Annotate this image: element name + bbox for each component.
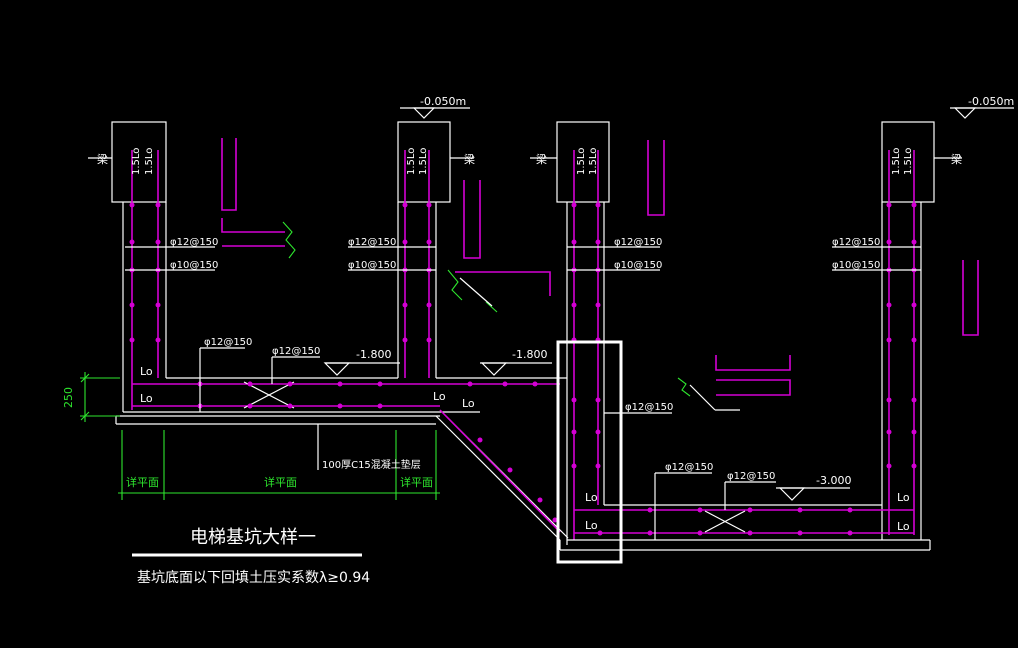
- anchor-label-4: 1.5Lo: [418, 148, 429, 175]
- rebar-label-w3-h: φ12@150: [614, 237, 662, 248]
- lap-label-3: Lo: [433, 390, 446, 403]
- rebar-label-w3-v: φ10@150: [614, 260, 662, 271]
- lap-label-4: Lo: [462, 397, 475, 410]
- elevation-top-2: -0.050m: [968, 95, 1014, 108]
- rebar-label-w1-v: φ10@150: [170, 260, 218, 271]
- anchor-label-8: 1.5Lo: [903, 148, 914, 175]
- rebar-label-w1-h: φ12@150: [170, 237, 218, 248]
- elevation-pit-bottom: -3.000: [816, 474, 851, 487]
- wall-4: 梁 1.5Lo 1.5Lo -0.050m: [881, 95, 1014, 540]
- beam-label-1: 梁: [97, 152, 108, 166]
- lap-label-1: Lo: [140, 365, 153, 378]
- dimension-250: 250: [62, 387, 75, 408]
- rebar-label-slab1-b: φ12@150: [272, 346, 320, 357]
- elevation-floor-2: -1.800: [512, 348, 547, 361]
- rebar-labels: φ12@150 φ10@150 φ12@150 φ10@150 φ12@150 …: [170, 237, 880, 482]
- lap-label-7: Lo: [897, 491, 910, 504]
- elevation-top-1: -0.050m: [420, 95, 466, 108]
- highlight-box: [556, 340, 623, 564]
- cushion-note: 100厚C15混凝土垫层: [322, 458, 421, 471]
- rebar-dots: [129, 202, 917, 536]
- rebar-label-w4-h: φ12@150: [832, 237, 880, 248]
- rebar-label-w2-v: φ10@150: [348, 260, 396, 271]
- dimensions: 250 详平面 详平面 详平面 100厚C15混凝土垫层: [62, 221, 691, 500]
- lap-label-6: Lo: [585, 519, 598, 532]
- detail-ref-right: 详平面: [400, 475, 433, 489]
- rebar-label-pit-wall: φ12@150: [625, 402, 673, 413]
- wall-1: 梁 1.5Lo 1.5Lo: [88, 121, 167, 412]
- lap-label-5: Lo: [585, 491, 598, 504]
- elevation-marks: -1.800 -1.800 -3.000: [323, 348, 851, 501]
- beam-label-4: 梁: [951, 152, 962, 166]
- rebar-leaders: [125, 246, 921, 540]
- rebar-label-pit-slab-a: φ12@150: [665, 462, 713, 473]
- lap-label-2: Lo: [140, 392, 153, 405]
- anchor-label-7: 1.5Lo: [891, 148, 902, 175]
- title-block: 电梯基坑大样一 基坑底面以下回填土压实系数λ≥0.94: [132, 527, 370, 586]
- elevation-floor-1: -1.800: [356, 348, 391, 361]
- background-details: [221, 138, 979, 411]
- upper-slab: Lo Lo Lo Lo: [115, 365, 569, 541]
- wall-2: 梁 1.5Lo 1.5Lo -0.050m: [397, 95, 475, 378]
- drawing-title: 电梯基坑大样一: [190, 527, 316, 548]
- lap-label-8: Lo: [897, 520, 910, 533]
- anchor-label-1: 1.5Lo: [131, 148, 142, 175]
- drawing-note: 基坑底面以下回填土压实系数λ≥0.94: [137, 569, 370, 586]
- anchor-label-2: 1.5Lo: [144, 148, 155, 175]
- rebar-label-w2-h: φ12@150: [348, 237, 396, 248]
- wall-3: 梁 1.5Lo 1.5Lo: [530, 121, 610, 545]
- beam-label-3: 梁: [536, 152, 547, 166]
- detail-ref-left: 详平面: [126, 475, 159, 489]
- detail-ref-mid: 详平面: [264, 475, 297, 489]
- anchor-label-3: 1.5Lo: [406, 148, 417, 175]
- pit-slab: Lo Lo Lo Lo: [559, 491, 931, 551]
- anchor-label-6: 1.5Lo: [588, 148, 599, 175]
- anchor-label-5: 1.5Lo: [576, 148, 587, 175]
- rebar-label-slab1-a: φ12@150: [204, 337, 252, 348]
- rebar-label-pit-slab-b: φ12@150: [727, 471, 775, 482]
- rebar-label-w4-v: φ10@150: [832, 260, 880, 271]
- beam-label-2: 梁: [464, 152, 475, 166]
